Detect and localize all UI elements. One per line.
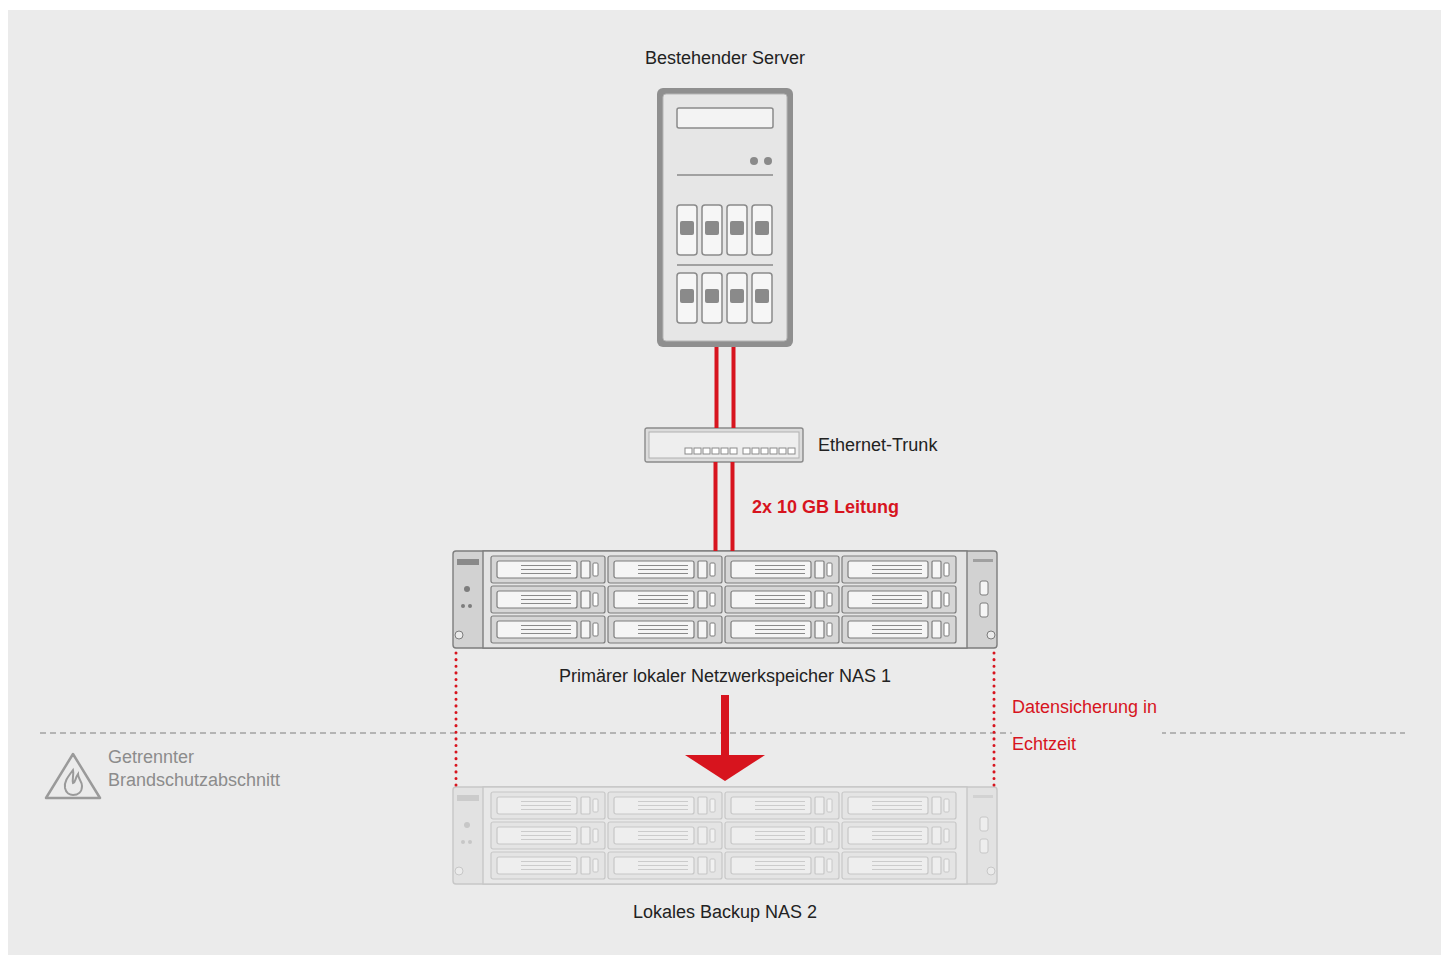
node-label: Primärer lokaler Netzwerkspeicher NAS 1 [559, 665, 891, 687]
nas-node: Primärer lokaler Netzwerkspeicher NAS 1 [453, 551, 997, 648]
connector-label: 2x 10 GB Leitung [752, 496, 899, 518]
connector-label: Datensicherung in Echtzeit [1012, 689, 1162, 763]
switch-node: Ethernet-Trunk [645, 428, 803, 462]
connector [716, 462, 733, 551]
nas-node: Lokales Backup NAS 2 [453, 787, 997, 884]
backup-bracket [455, 653, 458, 790]
connector [717, 347, 734, 428]
node-label: Lokales Backup NAS 2 [633, 901, 817, 923]
node-label: Ethernet-Trunk [818, 434, 937, 456]
nas-rack-faded [453, 787, 997, 884]
ethernet-switch [645, 428, 803, 462]
node-label: Bestehender Server [645, 47, 805, 69]
nas-rack [453, 551, 997, 648]
server-tower [657, 88, 793, 347]
server-node: Bestehender Server [657, 88, 793, 347]
connector [685, 695, 765, 781]
backup-bracket [993, 653, 996, 790]
fire-warning-icon [46, 754, 100, 798]
fire-zone-label: Getrennter Brandschutzabschnitt [108, 746, 308, 792]
